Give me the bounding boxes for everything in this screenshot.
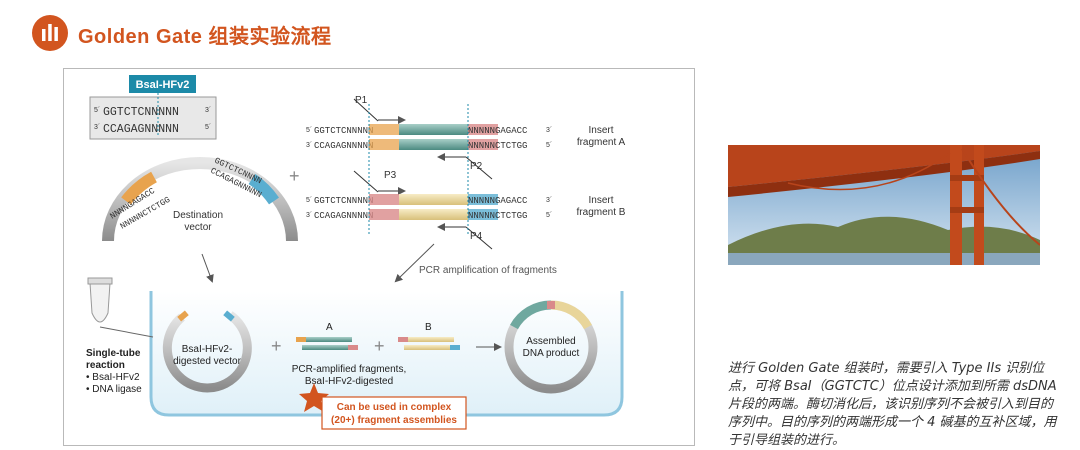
site-five-prime: 5´	[94, 107, 100, 114]
fragB-5-bottom: 5´	[546, 212, 552, 219]
enzyme-badge: BsaI-HFv2	[136, 79, 190, 91]
fragment-a-letter: A	[326, 322, 333, 333]
assembled-junction	[547, 301, 555, 309]
fragA-bottom-right-seq: NNNNNCTCTGG	[468, 141, 527, 151]
primer-p4: P4	[470, 231, 483, 242]
site-five-prime-b: 5´	[205, 124, 211, 131]
fragA-top-right-seq: NNNNNGAGACC	[468, 126, 528, 136]
digested-fragment-a-top	[306, 337, 352, 342]
fragB-overhang-right-top	[468, 194, 498, 205]
fragA-overhang-right-bottom	[468, 139, 498, 150]
complex-callout-box	[321, 396, 467, 430]
digested-fragment-a-bottom	[302, 345, 348, 350]
fragA-bottom-left-seq: CCAGAGNNNNN	[314, 141, 373, 151]
assembled-segment-a	[510, 300, 552, 330]
digested-vector-end-right	[223, 310, 235, 322]
digested-vector-label-1: BsaI-HFv2-	[182, 344, 233, 355]
dfragA-ovh-r	[348, 345, 358, 350]
logo-icon	[32, 15, 68, 51]
fragment-b-letter: B	[425, 322, 432, 333]
plus-sign-2: +	[271, 336, 282, 356]
fragment-a-top-strand	[399, 124, 468, 135]
fragA-5-top: 5´	[306, 127, 312, 134]
site-box	[89, 96, 217, 140]
site-bottom-seq: CCAGAGNNNNN	[103, 123, 179, 136]
digested-fragment-b-bottom	[404, 345, 450, 350]
fragB-top-left-seq: GGTCTCNNNNN	[314, 196, 373, 206]
tube-icon	[87, 277, 154, 338]
golden-gate-diagram: BsaI-HFv2 5´ GGTCTCNNNNN 3´ 3´ CCAGAGNNN…	[86, 75, 626, 430]
fragB-overhang-left-bottom	[369, 209, 399, 220]
fragments-down-arrow	[394, 243, 435, 283]
enzyme-badge-box	[129, 75, 196, 93]
site-top-seq: GGTCTCNNNNN	[103, 106, 179, 119]
fragment-a-bottom-strand	[399, 139, 468, 150]
primer-p3-line	[353, 170, 379, 193]
digested-fragment-b-top	[408, 337, 454, 342]
site-three-prime-b: 3´	[94, 124, 100, 131]
complex-callout-2: (20+) fragment assemblies	[331, 415, 457, 426]
assembled-segment-b	[550, 300, 592, 330]
primer-p2-line	[465, 156, 493, 180]
fragB-top-right-seq: NNNNNGAGACC	[468, 196, 528, 206]
fragA-top-left-seq: GGTCTCNNNNN	[314, 126, 373, 136]
fragA-overhang-right-top	[468, 124, 498, 135]
complex-callout-1: Can be used in complex	[337, 402, 452, 413]
single-tube-title-2: reaction	[86, 360, 125, 371]
primer-p3: P3	[384, 170, 397, 181]
assembled-label-1: Assembled	[526, 336, 575, 347]
fragA-3-top: 3´	[546, 127, 552, 134]
fragA-3-bottom: 3´	[306, 142, 312, 149]
diagram-panel: BsaI-HFv2 5´ GGTCTCNNNNN 3´ 3´ CCAGAGNNN…	[63, 68, 695, 446]
golden-gate-bridge-photo	[728, 145, 1040, 265]
single-tube-title-1: Single-tube	[86, 348, 141, 359]
description-text: 进行 Golden Gate 组装时，需要引入 Type IIs 识别位点，可将…	[728, 361, 1057, 448]
fragB-5-top: 5´	[306, 197, 312, 204]
primer-p1-line	[353, 98, 379, 122]
plus-sign-3: +	[374, 336, 385, 356]
single-tube-item-1: • BsaI-HFv2	[86, 372, 140, 383]
fragA-5-bottom: 5´	[546, 142, 552, 149]
fragA-overhang-left-top	[369, 124, 399, 135]
destination-vector-label-1: Destination	[173, 210, 223, 221]
fragB-bottom-left-seq: CCAGAGNNNNN	[314, 211, 373, 221]
fragA-overhang-left-bottom	[369, 139, 399, 150]
plus-sign-1: +	[289, 166, 300, 186]
primer-p4-line	[465, 226, 493, 250]
fragment-b-bottom-strand	[399, 209, 468, 220]
digested-vector-end-left	[177, 310, 189, 322]
dfragB-ovh-r	[450, 345, 460, 350]
assembled-label-2: DNA product	[523, 348, 580, 359]
digested-vector-label-2: digested vector	[173, 356, 241, 367]
pcr-fragments-label-2: BsaI-HFv2-digested	[305, 376, 393, 387]
insert-a-label-1: Insert	[588, 125, 613, 136]
dfragA-ovh-l	[296, 337, 306, 342]
vector-down-arrow	[201, 253, 214, 283]
primer-p2: P2	[470, 161, 483, 172]
site-three-prime: 3´	[205, 107, 211, 114]
pcr-fragments-label-1: PCR-amplified fragments,	[292, 364, 406, 375]
single-tube-item-2: • DNA ligase	[86, 384, 142, 395]
page-title: Golden Gate 组装实验流程	[78, 26, 332, 48]
destination-vector-arc	[102, 157, 298, 242]
insert-b-label-2: fragment B	[577, 207, 626, 218]
digested-vector-ring	[162, 311, 252, 393]
fragB-3-bottom: 3´	[306, 212, 312, 219]
fragB-3-top: 3´	[546, 197, 552, 204]
primer-p1: P1	[355, 95, 368, 106]
fragB-bottom-right-seq: NNNNNCTCTGG	[468, 211, 527, 221]
destination-vector-label-2: vector	[184, 222, 212, 233]
vector-overhang-left	[121, 171, 158, 205]
pcr-label: PCR amplification of fragments	[419, 265, 557, 276]
fragB-overhang-left-top	[369, 194, 399, 205]
vector-overhang-right	[248, 174, 279, 205]
dfragB-ovh-l	[398, 337, 408, 342]
insert-b-label-1: Insert	[588, 195, 613, 206]
fragB-overhang-right-bottom	[468, 209, 498, 220]
fragment-b-top-strand	[399, 194, 468, 205]
insert-a-label-2: fragment A	[577, 137, 626, 148]
